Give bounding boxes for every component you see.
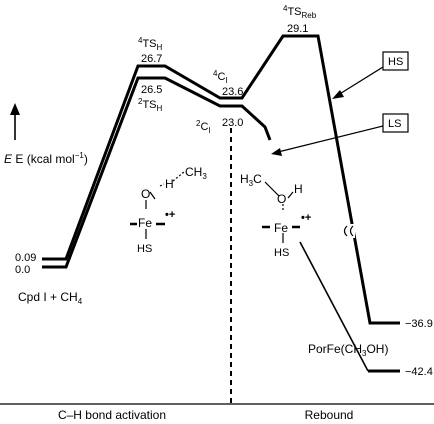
ls-callout-label: LS	[388, 118, 401, 130]
svg-text:H: H	[165, 177, 174, 191]
svg-text:H: H	[294, 182, 303, 196]
ci-structure: H3C O H Fe •+ HS	[240, 172, 311, 259]
low-spin-energy-path-lower	[299, 241, 369, 372]
ci-ls-label: 2CI	[196, 119, 211, 135]
axis-break-mark	[341, 224, 355, 238]
product-label: PorFe(CH3OH)	[308, 342, 388, 358]
svg-text:Fe: Fe	[274, 221, 288, 235]
svg-text:•+: •+	[165, 209, 175, 221]
ts-h-hs-label: 4TSH	[138, 36, 163, 52]
high-spin-energy-path	[42, 34, 400, 325]
svg-text:O: O	[277, 192, 286, 206]
phase-label-cho-activation: C–H bond activation	[58, 408, 166, 422]
ts-reb-hs-label: 4TSReb	[283, 4, 317, 20]
svg-text:HS: HS	[137, 243, 152, 255]
phase-label-rebound: Rebound	[305, 408, 354, 422]
ls-callout-box	[382, 113, 409, 133]
hs-callout-box	[382, 51, 409, 71]
hs-callout-arrowhead	[332, 90, 344, 99]
ci-hs-label: 4CI	[213, 69, 228, 85]
reactant-energy-hs: 0.09	[15, 252, 36, 264]
svg-text:CH3: CH3	[185, 165, 207, 181]
hs-callout-arrow	[337, 66, 384, 96]
ci-hs-energy: 23.6	[222, 86, 243, 98]
svg-text:Fe: Fe	[138, 216, 152, 230]
ls-callout-arrow	[277, 125, 384, 153]
svg-text:HS: HS	[274, 247, 289, 259]
product-energy-hs: −36.9	[405, 318, 433, 330]
reactant-label: Cpd I + CH4	[18, 290, 83, 306]
energy-axis-arrowhead	[10, 103, 20, 115]
ts-h-hs-energy: 26.7	[141, 53, 162, 65]
energy-axis-label: E E (kcal mol−1)	[4, 151, 88, 166]
ci-ls-energy: 23.0	[222, 117, 243, 129]
hs-callout-label: HS	[388, 56, 403, 68]
ts-h-ls-label: 2TSH	[138, 97, 163, 113]
ts-h-structure: O H CH3 Fe •+ HS	[130, 165, 207, 255]
svg-text:•+: •+	[301, 212, 311, 224]
ts-h-ls-energy: 26.5	[141, 84, 162, 96]
svg-text:H3C: H3C	[240, 172, 262, 188]
ls-callout-arrowhead	[271, 148, 282, 156]
svg-text:O: O	[141, 187, 150, 201]
low-spin-energy-path-upper	[42, 76, 272, 269]
product-energy-ls: −42.4	[405, 366, 433, 378]
ts-reb-hs-energy: 29.1	[287, 23, 308, 35]
reactant-energy-ls: 0.0	[15, 264, 30, 276]
